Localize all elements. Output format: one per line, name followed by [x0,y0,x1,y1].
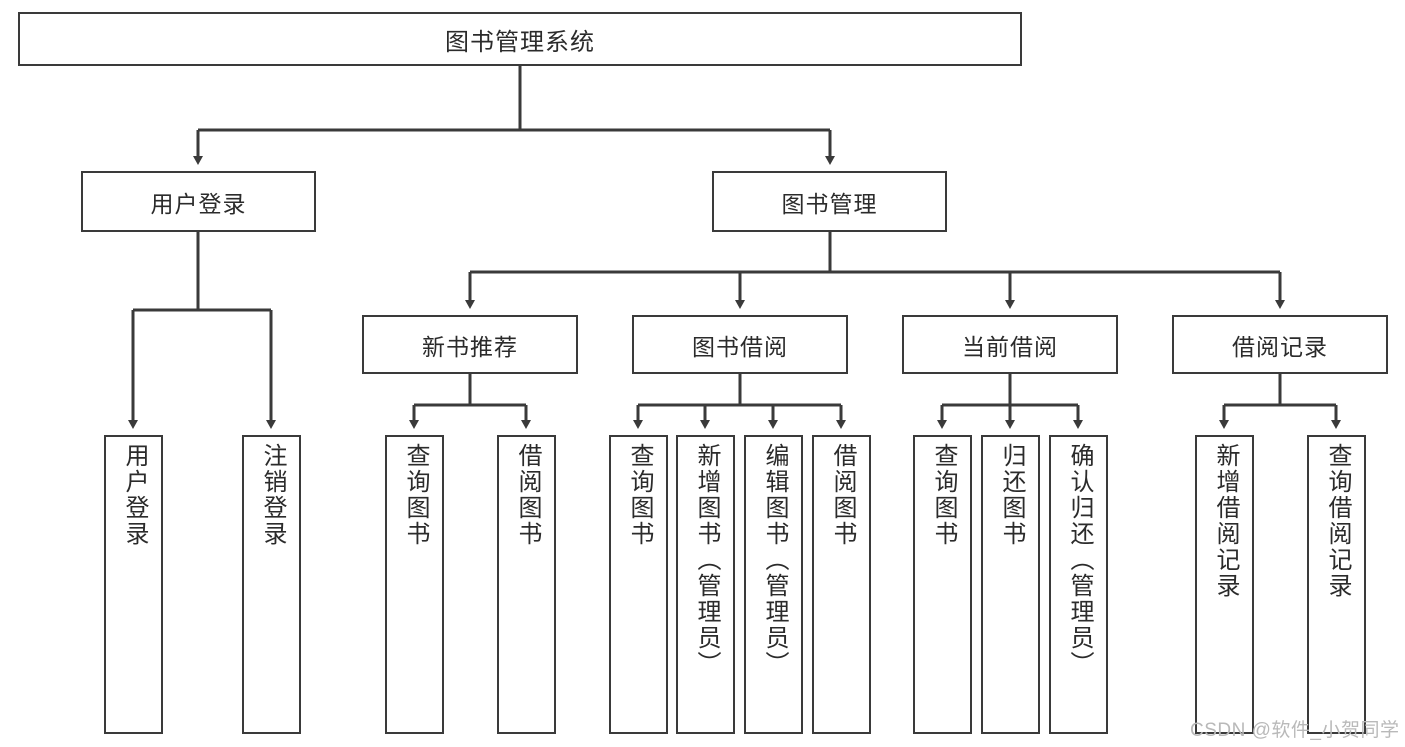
leaf-recommend-borrow-book[interactable]: 借阅图书 [497,435,556,734]
node-book-borrow[interactable]: 图书借阅 [632,315,848,374]
leaf-label: 用户登录 [120,443,148,547]
leaf-current-confirm-return-admin[interactable]: 确认归还（管理员） [1049,435,1108,734]
leaf-label: 确认归还（管理员） [1065,443,1093,677]
leaf-user-login-signout[interactable]: 注销登录 [242,435,301,734]
node-borrow-record-label: 借阅记录 [1232,333,1328,360]
node-book-management[interactable]: 图书管理 [712,171,947,232]
leaf-label: 编辑图书（管理员） [760,443,788,677]
leaf-current-query-book[interactable]: 查询图书 [913,435,972,734]
node-user-login[interactable]: 用户登录 [81,171,316,232]
node-new-book-recommend[interactable]: 新书推荐 [362,315,578,374]
leaf-label: 新增借阅记录 [1211,443,1239,599]
leaf-recommend-query-book[interactable]: 查询图书 [385,435,444,734]
watermark-credit: CSDN @软件_小贺同学 [1190,720,1400,741]
node-current-borrow[interactable]: 当前借阅 [902,315,1118,374]
leaf-label: 查询图书 [625,443,653,547]
node-root-label: 图书管理系统 [445,28,595,56]
leaf-current-return-book[interactable]: 归还图书 [981,435,1040,734]
leaf-record-add-record[interactable]: 新增借阅记录 [1195,435,1254,734]
node-user-login-label: 用户登录 [150,190,247,217]
leaf-label: 注销登录 [258,443,286,547]
leaf-label: 查询借阅记录 [1323,443,1351,599]
node-borrow-record[interactable]: 借阅记录 [1172,315,1388,374]
node-book-management-label: 图书管理 [781,190,878,217]
leaf-label: 新增图书（管理员） [692,443,720,677]
leaf-label: 归还图书 [997,443,1025,547]
leaf-label: 借阅图书 [513,443,541,547]
node-new-book-recommend-label: 新书推荐 [422,333,518,360]
node-current-borrow-label: 当前借阅 [962,333,1058,360]
node-root-system[interactable]: 图书管理系统 [18,12,1022,66]
leaf-borrow-borrow-book[interactable]: 借阅图书 [812,435,871,734]
leaf-borrow-edit-book-admin[interactable]: 编辑图书（管理员） [744,435,803,734]
leaf-record-query-record[interactable]: 查询借阅记录 [1307,435,1366,734]
node-book-borrow-label: 图书借阅 [692,333,788,360]
leaf-borrow-query-book[interactable]: 查询图书 [609,435,668,734]
leaf-label: 查询图书 [401,443,429,547]
leaf-borrow-add-book-admin[interactable]: 新增图书（管理员） [676,435,735,734]
leaf-label: 借阅图书 [828,443,856,547]
leaf-label: 查询图书 [929,443,957,547]
leaf-user-login-signin[interactable]: 用户登录 [104,435,163,734]
